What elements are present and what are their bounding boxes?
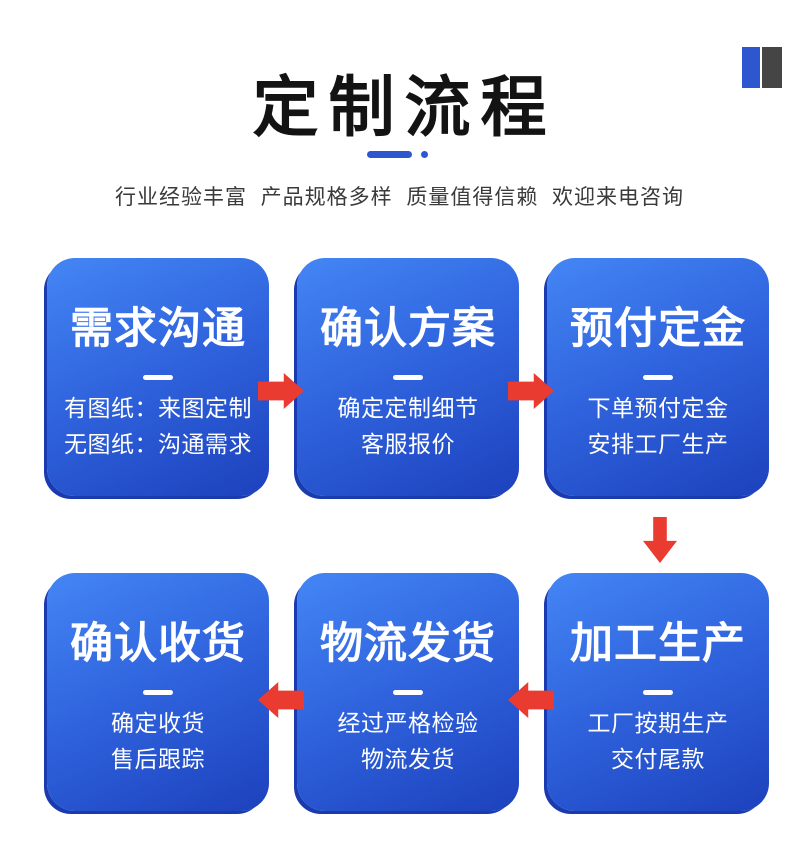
page-title: 定制流程 (252, 70, 557, 144)
step-card-6: 确认收货 确定收货 售后跟踪 (47, 573, 269, 811)
arrow-down-icon (643, 517, 677, 563)
step-title: 物流发货 (320, 620, 496, 668)
step-detail-line: 交付尾款 (611, 746, 705, 772)
title-divider-dot (421, 151, 428, 158)
step-title: 确认收货 (70, 620, 246, 668)
page-subtitle: 行业经验丰富 产品规格多样 质量值得信赖 欢迎来电咨询 (114, 186, 684, 209)
step-detail-line: 确定定制细节 (337, 395, 479, 421)
step-detail-line: 有图纸：来图定制 (64, 395, 252, 421)
step-detail-line: 售后跟踪 (111, 746, 205, 772)
step-card-3: 预付定金 下单预付定金 安排工厂生产 (547, 258, 769, 496)
step-divider-dash (143, 375, 173, 380)
corner-decor-blue-bar (742, 47, 760, 88)
step-detail-line: 安排工厂生产 (587, 431, 729, 457)
step-detail-line: 工厂按期生产 (587, 710, 729, 736)
step-detail-line: 客服报价 (361, 431, 455, 457)
step-divider-dash (143, 690, 173, 695)
step-card-5: 物流发货 经过严格检验 物流发货 (297, 573, 519, 811)
step-card-4: 加工生产 工厂按期生产 交付尾款 (547, 573, 769, 811)
step-title: 确认方案 (320, 305, 496, 353)
step-divider-dash (643, 690, 673, 695)
step-detail-line: 无图纸：沟通需求 (64, 431, 252, 457)
step-card-1: 需求沟通 有图纸：来图定制 无图纸：沟通需求 (47, 258, 269, 496)
title-divider-line (367, 151, 412, 158)
step-title: 加工生产 (570, 620, 746, 668)
corner-decor-dark-bar (762, 47, 782, 88)
step-detail-line: 物流发货 (361, 746, 455, 772)
step-title: 预付定金 (570, 305, 746, 353)
step-detail-line: 经过严格检验 (337, 710, 479, 736)
step-divider-dash (393, 375, 423, 380)
step-title: 需求沟通 (70, 305, 246, 353)
step-detail-line: 确定收货 (111, 710, 205, 736)
step-divider-dash (393, 690, 423, 695)
step-card-2: 确认方案 确定定制细节 客服报价 (297, 258, 519, 496)
step-detail-line: 下单预付定金 (587, 395, 729, 421)
step-divider-dash (643, 375, 673, 380)
